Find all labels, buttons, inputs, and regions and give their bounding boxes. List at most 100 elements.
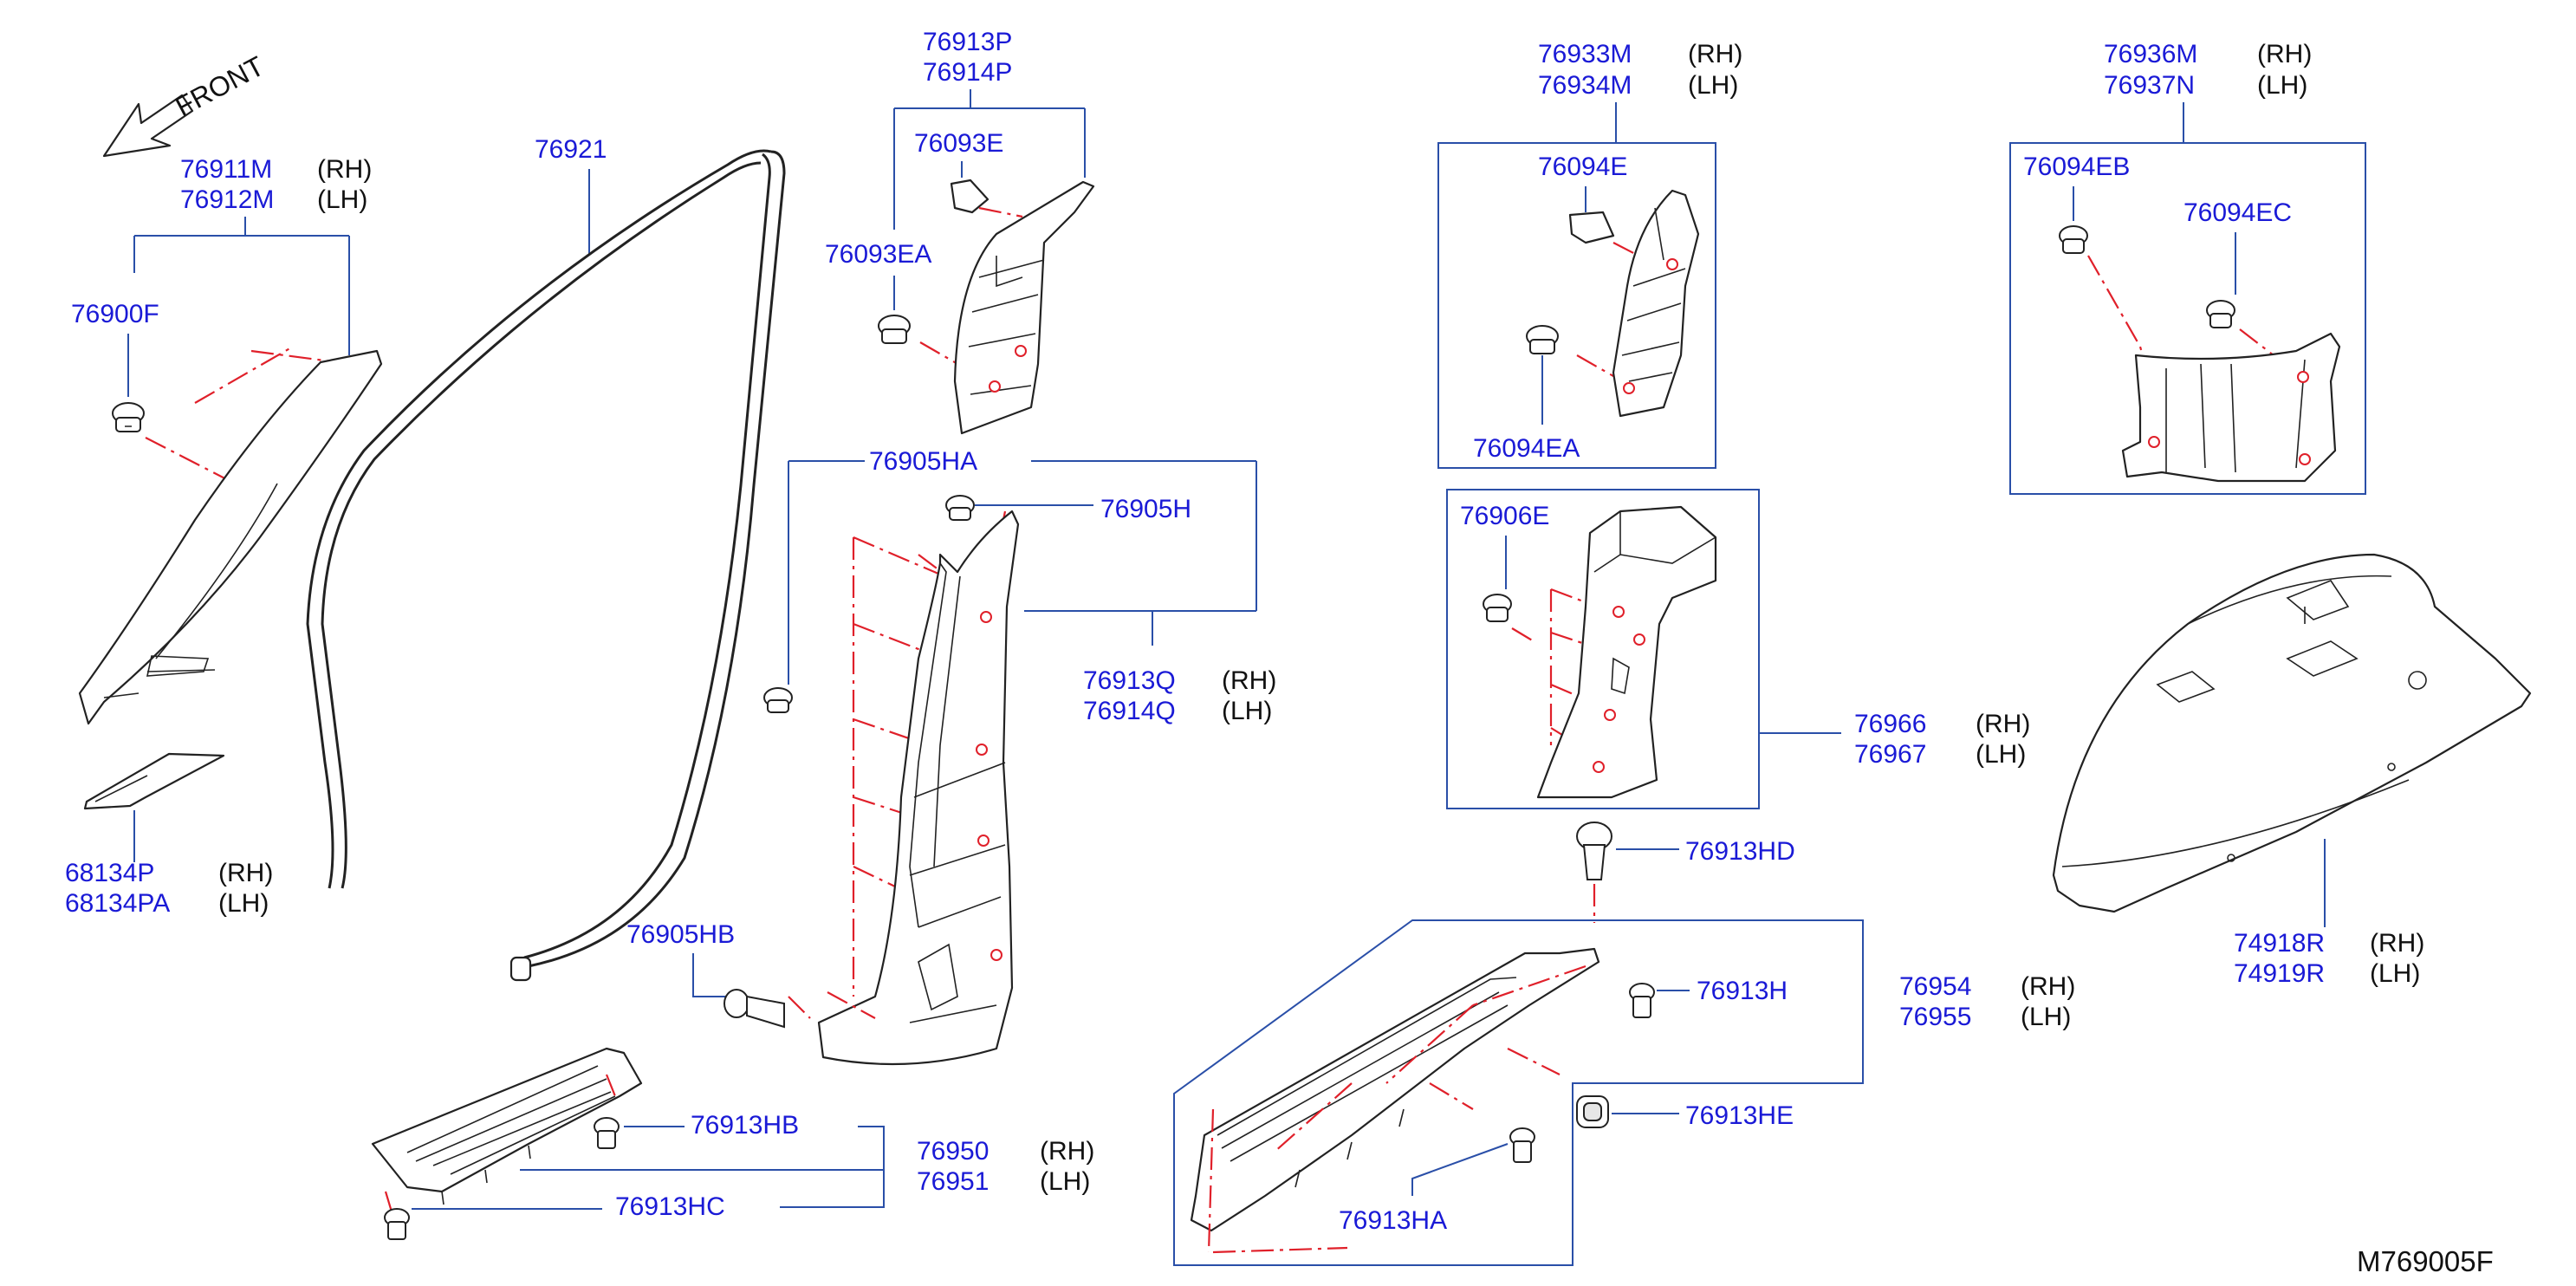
part-number-76094EA[interactable]: 76094EA (1473, 434, 1580, 463)
part-number-76913H[interactable]: 76913H (1697, 977, 1788, 1005)
side-rh: (RH) (1040, 1137, 1094, 1166)
side-rh: (RH) (218, 859, 273, 887)
part-number-76913Q[interactable]: 76913Q (1083, 666, 1176, 695)
door-weather-strip-group: 76921 (306, 135, 786, 982)
part-number-76913HA[interactable]: 76913HA (1339, 1206, 1447, 1235)
part-number-68134P[interactable]: 68134P (65, 859, 154, 887)
push-clip-icon (1509, 1127, 1535, 1163)
rear-pillar-lower-group: 76906E 76966 (RH) 76967 (LH) (1446, 489, 2030, 809)
part-number-76954[interactable]: 76954 (1899, 972, 1971, 1001)
side-lh: (LH) (1976, 740, 2026, 769)
part-number-76914Q[interactable]: 76914Q (1083, 697, 1176, 725)
part-number-76913HC[interactable]: 76913HC (615, 1192, 725, 1221)
side-lh: (LH) (2370, 959, 2420, 988)
part-number-76911M[interactable]: 76911M (180, 155, 272, 184)
part-number-76955[interactable]: 76955 (1899, 1003, 1971, 1031)
part-number-76936M[interactable]: 76936M (2104, 40, 2197, 68)
part-number-76093E[interactable]: 76093E (914, 129, 1003, 158)
pillar-cover-68134[interactable] (83, 752, 225, 810)
rear-pillar-group: 76936M (RH) 76937N (LH) 76094EB 76094EC (2009, 40, 2366, 495)
push-clip-icon (1576, 822, 1612, 880)
part-number-76905HB[interactable]: 76905HB (626, 920, 735, 949)
part-number-76912M[interactable]: 76912M (180, 185, 274, 214)
part-number-76906E[interactable]: 76906E (1460, 502, 1549, 530)
front-kicking-plate-group: 76913HB 76913HC 76950 (RH) 76951 (LH) (371, 1047, 1094, 1240)
rear-kicking-plate-box (1173, 919, 1864, 1266)
push-clip-icon (2206, 300, 2235, 328)
diagram-reference-code: M769005F (2357, 1245, 2494, 1277)
part-number-76900F[interactable]: 76900F (71, 300, 159, 328)
part-number-76933M[interactable]: 76933M (1538, 40, 1632, 68)
front-kicking-plate[interactable] (371, 1047, 643, 1193)
b-pillar-upper-group: 76913P 76914P 76093E 76093EA (825, 28, 1095, 435)
push-clip-icon (112, 402, 145, 432)
wheel-house-finisher[interactable] (2052, 553, 2532, 913)
push-clip-icon (723, 989, 785, 1029)
side-lh: (LH) (218, 889, 269, 918)
front-arrow-icon (102, 94, 194, 158)
rear-pillar-box (2009, 142, 2366, 495)
rear-kicking-plate[interactable] (1190, 947, 1600, 1232)
part-number-76914P[interactable]: 76914P (923, 58, 1012, 87)
part-number-76950[interactable]: 76950 (917, 1137, 989, 1166)
side-lh: (LH) (317, 185, 367, 214)
push-clip-icon (945, 495, 975, 521)
b-pillar-lower-trim[interactable] (817, 510, 1020, 1066)
part-number-76913P[interactable]: 76913P (923, 28, 1012, 56)
side-rh: (RH) (1688, 40, 1742, 68)
push-clip-icon (1483, 594, 1512, 622)
side-lh: (LH) (2257, 71, 2307, 100)
push-clip-icon (384, 1208, 410, 1240)
push-clip-icon (1629, 983, 1655, 1018)
b-pillar-lower-group: 76905HA 76905H 76913Q (RH) 76914Q (LH) 7… (626, 447, 1276, 1066)
rear-pillar-trim[interactable] (2121, 332, 2341, 483)
rear-kicking-plate-group: 76913HD 76913H 76954 (RH) 76955 (LH) 769… (1173, 822, 2075, 1266)
side-rh: (RH) (2370, 929, 2424, 958)
side-rh: (RH) (2257, 40, 2312, 68)
front-label: FRONT (170, 50, 269, 123)
part-number-76905H[interactable]: 76905H (1100, 495, 1191, 523)
part-number-76966[interactable]: 76966 (1854, 710, 1926, 738)
side-rh: (RH) (317, 155, 372, 184)
part-number-76937N[interactable]: 76937N (2104, 71, 2195, 100)
rear-pillar-lower-trim[interactable] (1536, 505, 1717, 799)
part-number-76905HA[interactable]: 76905HA (869, 447, 977, 476)
b-pillar-upper-trim[interactable] (953, 180, 1095, 435)
side-lh: (LH) (1040, 1167, 1090, 1196)
part-number-74918R[interactable]: 74918R (2234, 929, 2325, 958)
part-number-76934M[interactable]: 76934M (1538, 71, 1632, 100)
part-number-76921[interactable]: 76921 (535, 135, 607, 164)
push-clip-icon (1576, 1095, 1609, 1128)
door-weather-strip (306, 149, 786, 977)
side-lh: (LH) (1222, 697, 1272, 725)
part-number-76093EA[interactable]: 76093EA (825, 240, 931, 269)
part-number-76913HD[interactable]: 76913HD (1685, 837, 1795, 866)
a-pillar-trim[interactable] (78, 349, 383, 725)
push-clip-icon (763, 687, 793, 713)
wheel-house-finisher-group: 74918R (RH) 74919R (LH) (2052, 553, 2532, 988)
push-clip-icon (878, 315, 911, 344)
part-number-76967[interactable]: 76967 (1854, 740, 1926, 769)
a-pillar-finisher-group: 76911M (RH) 76912M (LH) 76900F 68134P (R… (65, 155, 383, 918)
b-pillar-hook-clip (950, 179, 990, 214)
part-number-68134PA[interactable]: 68134PA (65, 889, 170, 918)
push-clip-icon (1526, 325, 1559, 354)
part-number-76094E[interactable]: 76094E (1538, 153, 1627, 181)
push-clip-icon (2059, 225, 2088, 254)
side-lh: (LH) (2021, 1003, 2071, 1031)
part-number-76913HB[interactable]: 76913HB (691, 1111, 799, 1140)
part-number-76951[interactable]: 76951 (917, 1167, 989, 1196)
c-pillar-hook-clip (1568, 211, 1615, 244)
part-number-76913HE[interactable]: 76913HE (1685, 1101, 1794, 1130)
push-clip-icon (594, 1117, 620, 1149)
side-rh: (RH) (1976, 710, 2030, 738)
side-lh: (LH) (1688, 71, 1738, 100)
c-pillar-upper-box (1437, 142, 1716, 469)
side-rh: (RH) (1222, 666, 1276, 695)
part-number-76094EC[interactable]: 76094EC (2183, 198, 2292, 227)
part-number-74919R[interactable]: 74919R (2234, 959, 2325, 988)
c-pillar-upper-group: 76933M (RH) 76934M (LH) 76094E 76094EA (1437, 40, 1742, 469)
part-number-76094EB[interactable]: 76094EB (2023, 153, 2130, 181)
c-pillar-upper-trim[interactable] (1612, 189, 1700, 418)
